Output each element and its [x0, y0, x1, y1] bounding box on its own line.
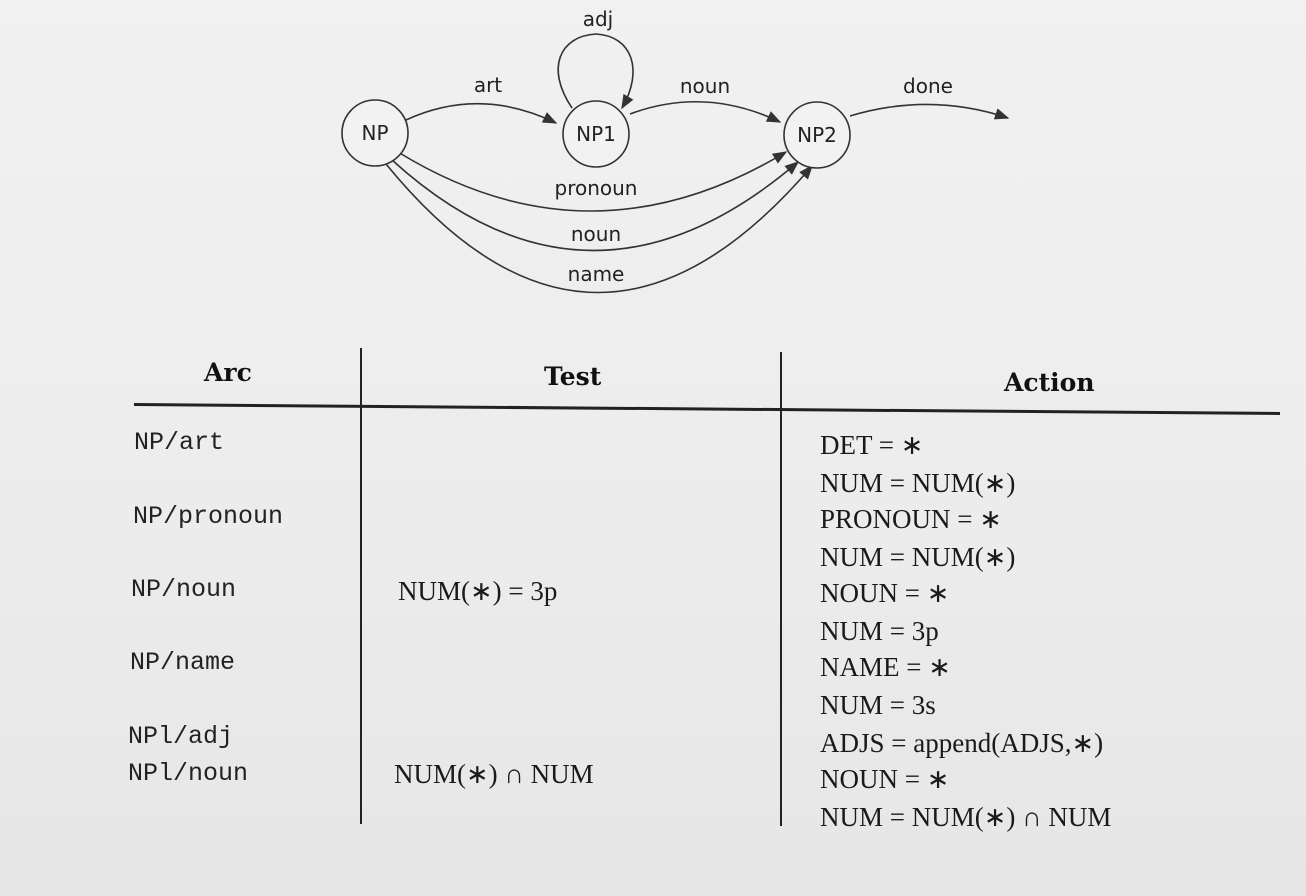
arc-label-noun-bottom: noun: [571, 222, 621, 246]
arc-cell: NP/pronoun: [133, 502, 284, 531]
action-cell: NUM = NUM(∗): [820, 542, 1016, 572]
arc-np1-self-adj: [557, 33, 634, 110]
arc-label-done: done: [903, 74, 953, 98]
header-rule: [133, 403, 1280, 416]
node-np2: NP2: [783, 101, 851, 169]
header-arc: Arc: [204, 358, 252, 387]
svg-text:NP1: NP1: [576, 122, 616, 146]
action-cell: ADJS = append(ADJS,∗): [820, 728, 1104, 758]
arc-np-np2-pronoun: [397, 151, 788, 212]
arc-np2-done: [849, 103, 1010, 120]
arc-label-pronoun: pronoun: [555, 176, 638, 200]
arc-cell: NPl/noun: [128, 759, 249, 788]
arc-cell: NP/noun: [131, 575, 237, 604]
arc-cell: NP/art: [134, 428, 225, 457]
arc-label-art: art: [474, 73, 502, 97]
test-cell: NUM(∗) = 3p: [398, 576, 558, 606]
action-cell: NUM = NUM(∗) ∩ NUM: [820, 802, 1112, 832]
arc-np-np2-noun: [391, 159, 800, 252]
test-cell: NUM(∗) ∩ NUM: [394, 759, 594, 789]
action-cell: NOUN = ∗: [820, 578, 950, 608]
transition-network-diagram: NP NP1 NP2 art adj noun done pronoun nou…: [341, 7, 1010, 294]
action-cell: NOUN = ∗: [820, 764, 950, 794]
svg-text:NP: NP: [361, 121, 388, 145]
node-np1: NP1: [562, 100, 630, 168]
svg-text:NP2: NP2: [797, 123, 837, 147]
action-cell: NUM = 3s: [820, 690, 936, 720]
arc-label-name: name: [568, 262, 625, 286]
column-divider-2: [780, 352, 782, 826]
arc-cell: NPl/adj: [128, 722, 234, 751]
arc-label-adj: adj: [583, 7, 614, 31]
action-cell: NAME = ∗: [820, 652, 951, 682]
node-np: NP: [341, 99, 409, 167]
arc-np-np2-name: [385, 163, 813, 294]
arc-np-np1-art: [405, 102, 558, 124]
header-action: Action: [1004, 368, 1095, 397]
column-divider-1: [360, 348, 362, 824]
header-test: Test: [544, 362, 602, 391]
action-cell: DET = ∗: [820, 430, 924, 460]
arc-np1-np2-noun: [629, 100, 782, 123]
action-cell: PRONOUN = ∗: [820, 504, 1002, 534]
arc-label-noun-top: noun: [680, 74, 730, 98]
action-cell: NUM = 3p: [820, 616, 939, 646]
arc-cell: NP/name: [130, 648, 236, 677]
action-cell: NUM = NUM(∗): [820, 468, 1016, 498]
